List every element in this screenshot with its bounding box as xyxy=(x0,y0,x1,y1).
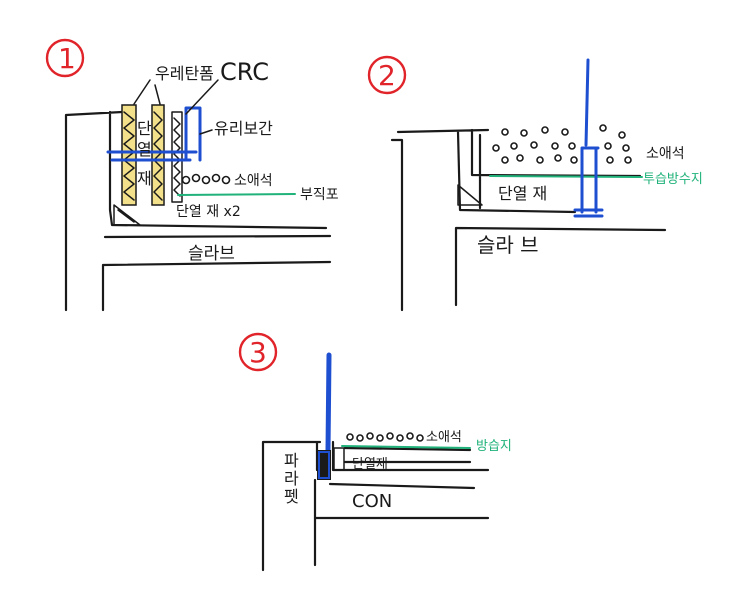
detail-2-waterproof-pipe xyxy=(573,58,604,218)
detail-1-insulation-zigzag-left xyxy=(123,111,135,201)
detail-1-label-insulation-layer: 단열 재 x2 xyxy=(176,204,241,220)
detail-1-leader-flashing xyxy=(199,129,213,135)
detail-3-number: 3 xyxy=(249,336,267,369)
detail-3-label-con: CON xyxy=(352,491,392,512)
detail-2: 2 xyxy=(367,55,703,312)
detail-1-number: 1 xyxy=(58,42,76,75)
detail-3-label-insulation: 단열재 xyxy=(352,457,388,472)
detail-1-corner-fillet xyxy=(113,204,141,226)
detail-1-waterproof-flashing xyxy=(106,106,202,162)
detail-1-gravel xyxy=(181,173,231,185)
detail-2-label-slab: 슬라 브 xyxy=(477,233,539,257)
detail-1-label-nonwoven: 부직포 xyxy=(300,187,339,203)
detail-1-leader-crc xyxy=(185,79,219,115)
detail-3-label-parapet-2: 라 xyxy=(284,469,299,488)
detail-3-membrane-line xyxy=(341,445,471,449)
detail-1-label-insulation-v3: 재 xyxy=(137,169,152,188)
detail-1-label-insulation-v1: 단 xyxy=(137,119,152,138)
detail-3-label-parapet-3: 펫 xyxy=(284,487,299,506)
detail-3-pipe-base xyxy=(317,450,331,480)
detail-3-label-parapet-1: 파 xyxy=(284,451,299,470)
detail-3-gravel xyxy=(346,432,424,442)
detail-2-number-badge: 2 xyxy=(367,55,407,95)
detail-1: 1 우레탄폼 CRC 유리보간 단 열 xyxy=(45,38,339,312)
detail-1-label-gravel: 소애석 xyxy=(234,173,273,189)
detail-3-label-membrane: 방습지 xyxy=(476,439,512,454)
detail-1-number-badge: 1 xyxy=(45,38,85,78)
detail-1-parapet-outline xyxy=(64,110,332,312)
detail-2-gravel xyxy=(492,124,632,164)
detail-2-parapet-outline xyxy=(390,128,667,312)
detail-1-nonwoven-line xyxy=(177,193,296,196)
detail-1-label-urethane-foam: 우레탄폼 xyxy=(155,64,214,83)
detail-2-label-membrane: 투습방수지 xyxy=(643,172,703,187)
detail-2-corner-fillet xyxy=(457,184,483,206)
detail-1-leader-urethane xyxy=(133,79,161,105)
detail-3-pipe-base-inner xyxy=(318,451,330,479)
detail-3-crc-board xyxy=(333,447,345,471)
detail-3-waterproof-pipe xyxy=(325,352,332,453)
detail-2-label-gravel: 소애석 xyxy=(646,146,685,162)
detail-3-label-gravel: 소애석 xyxy=(426,430,462,445)
detail-1-label-flashing: 유리보간 xyxy=(214,119,273,138)
detail-3: 3 소애석 방습지 파 라 펫 단열재 CON xyxy=(238,332,512,572)
detail-1-insulation-zigzag-right xyxy=(153,111,163,201)
detail-1-label-crc: CRC xyxy=(220,58,269,86)
detail-2-membrane-line xyxy=(489,175,643,178)
detail-1-label-insulation-v2: 열 xyxy=(137,140,152,159)
detail-1-crc-zigzag xyxy=(173,117,181,197)
detail-2-number: 2 xyxy=(378,59,396,92)
detail-1-crc-board xyxy=(171,111,183,203)
detail-2-label-insulation: 단열 재 xyxy=(498,184,547,203)
detail-1-label-slab: 슬라브 xyxy=(188,244,235,264)
detail-3-number-badge: 3 xyxy=(238,332,278,372)
